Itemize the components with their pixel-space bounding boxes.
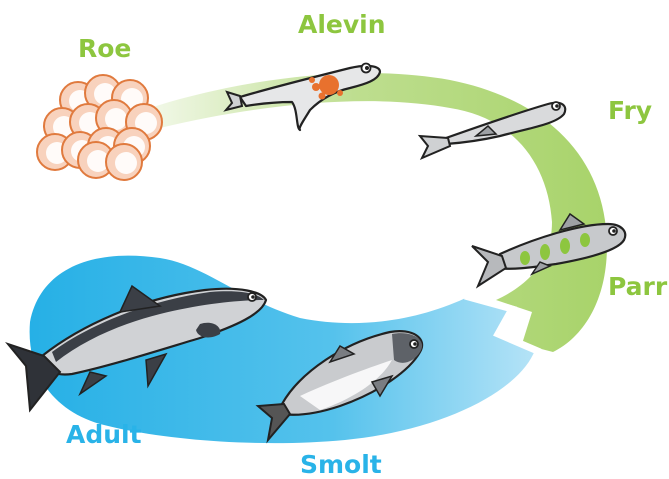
egg-cluster-icon (37, 75, 162, 180)
stage-label-parr: Parr (608, 274, 667, 299)
stage-label-fry: Fry (608, 98, 652, 123)
stage-label-alevin: Alevin (298, 12, 386, 37)
stage-label-adult: Adult (66, 422, 142, 447)
stage-label-smolt: Smolt (300, 452, 382, 477)
stage-label-roe: Roe (78, 36, 131, 61)
